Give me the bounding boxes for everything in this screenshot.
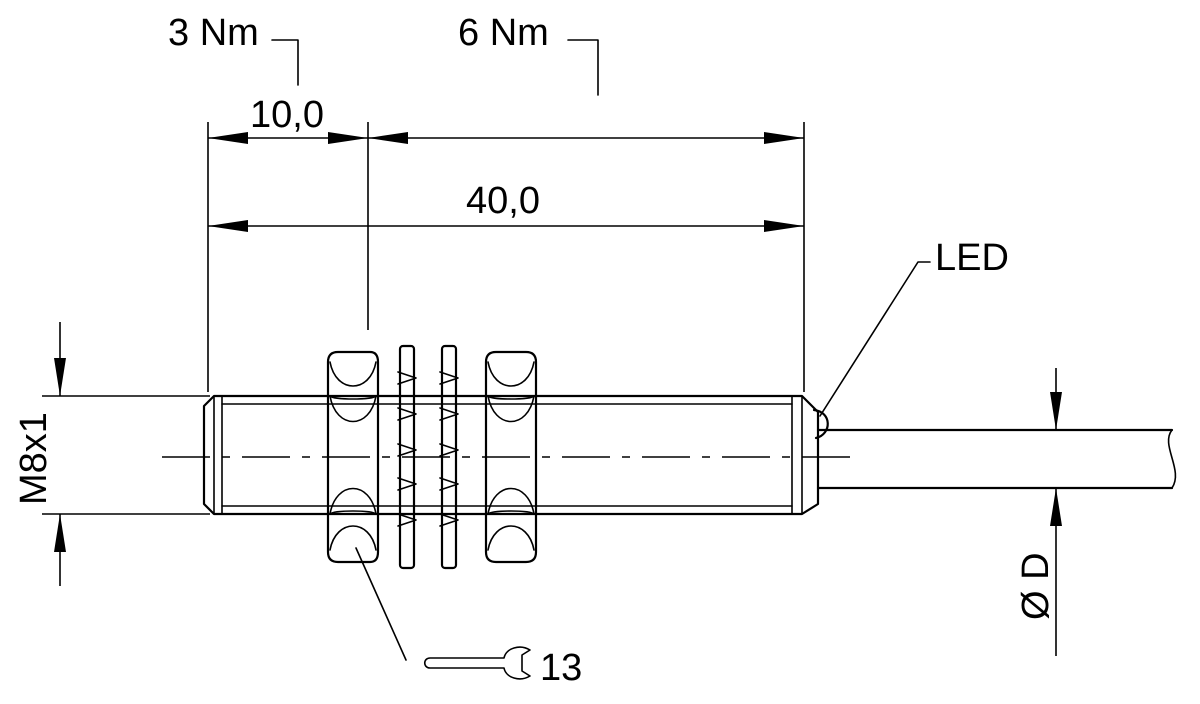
torque-right-label: 6 Nm bbox=[458, 12, 549, 54]
cable-diameter-dimension bbox=[1050, 368, 1062, 656]
toothed-washer-right bbox=[439, 344, 459, 570]
dimension-lines-top bbox=[207, 122, 805, 392]
torque-left-label: 3 Nm bbox=[168, 12, 259, 54]
led-indicator bbox=[812, 261, 931, 440]
dim-total-label: 40,0 bbox=[466, 180, 540, 222]
cable bbox=[816, 428, 1177, 490]
wrench-icon bbox=[423, 646, 531, 680]
hex-nut-left bbox=[326, 350, 380, 564]
thread-dimension bbox=[42, 322, 210, 586]
wrench-size-label: 13 bbox=[540, 647, 582, 689]
toothed-washer-left bbox=[397, 344, 417, 570]
thread-label: M8x1 bbox=[13, 412, 55, 505]
hex-nut-right bbox=[484, 350, 538, 564]
wrench-callout bbox=[355, 547, 531, 680]
led-label: LED bbox=[935, 237, 1009, 279]
dim-front-label: 10,0 bbox=[250, 94, 324, 136]
cable-diameter-label: Ø D bbox=[1015, 552, 1057, 620]
sensor-barrel bbox=[202, 394, 820, 516]
torque-leaders bbox=[271, 39, 599, 96]
